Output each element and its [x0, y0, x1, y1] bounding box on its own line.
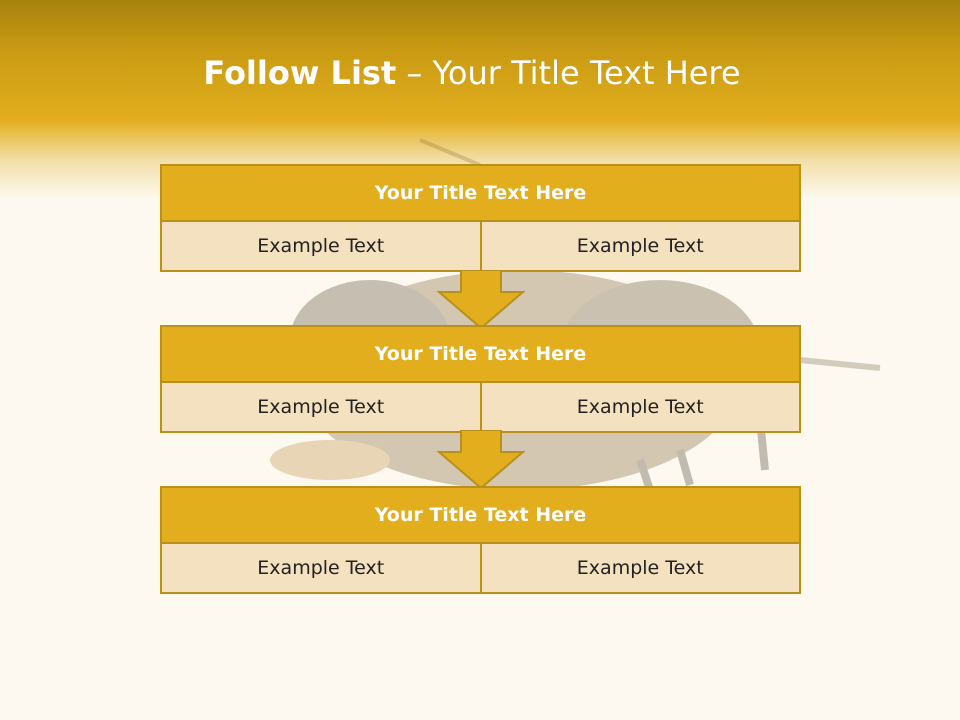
step-box-3: Your Title Text Here Example Text Exampl… [160, 486, 801, 594]
slide-title-rest: – Your Title Text Here [396, 54, 741, 92]
step-box-2: Your Title Text Here Example Text Exampl… [160, 325, 801, 433]
step-box-cell-left: Example Text [162, 383, 480, 431]
step-box-title: Your Title Text Here [162, 327, 799, 383]
step-box-cell-left: Example Text [162, 222, 480, 270]
step-box-cell-left: Example Text [162, 544, 480, 592]
step-box-row: Example Text Example Text [162, 544, 799, 592]
step-box-cell-right: Example Text [479, 544, 799, 592]
slide-title-bold: Follow List [203, 54, 397, 92]
step-box-row: Example Text Example Text [162, 222, 799, 270]
step-box-title: Your Title Text Here [162, 488, 799, 544]
step-box-1: Your Title Text Here Example Text Exampl… [160, 164, 801, 272]
step-box-cell-right: Example Text [479, 383, 799, 431]
step-box-cell-right: Example Text [479, 222, 799, 270]
down-arrow-icon [437, 270, 525, 330]
slide-title: Follow List – Your Title Text Here [0, 54, 944, 92]
down-arrow-icon [437, 430, 525, 490]
step-box-row: Example Text Example Text [162, 383, 799, 431]
step-box-title: Your Title Text Here [162, 166, 799, 222]
